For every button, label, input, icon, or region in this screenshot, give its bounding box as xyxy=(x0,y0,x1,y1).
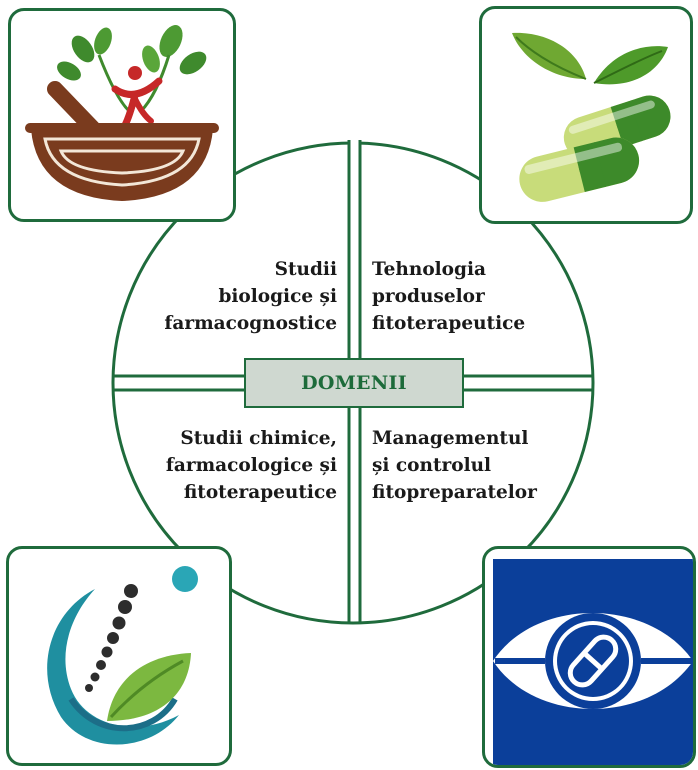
card-top-right xyxy=(479,6,693,224)
quadrant-line: și controlul xyxy=(372,455,492,476)
capsules-leaves-icon xyxy=(512,32,671,202)
quadrant-line: Managementul xyxy=(372,428,529,449)
spine-leaf-icon xyxy=(47,566,198,745)
quadrant-line: Studii xyxy=(274,259,337,280)
card-top-left xyxy=(8,8,236,222)
quadrant-line: fitoterapeutice xyxy=(183,482,337,503)
quadrant-line: farmacognostice xyxy=(164,313,337,334)
quadrant-bottom-left-text: Studii chimice, farmacologice și fitoter… xyxy=(166,425,337,506)
quadrant-top-left-text: Studii biologice și farmacognostice xyxy=(164,256,337,337)
quadrant-line: farmacologice și xyxy=(165,455,337,476)
card-bottom-left xyxy=(6,546,232,766)
center-label: DOMENII xyxy=(301,372,407,394)
quadrant-line: fitopreparatelor xyxy=(372,482,537,503)
eye-capsule-icon xyxy=(493,559,693,765)
quadrant-line: biologice și xyxy=(218,286,337,307)
quadrant-line: fitoterapeutice xyxy=(372,313,526,334)
quadrant-top-right-text: Tehnologia produselor fitoterapeutice xyxy=(372,256,525,337)
card-bottom-right xyxy=(482,546,696,768)
quadrant-line: produselor xyxy=(372,286,485,307)
mortar-herbs-icon xyxy=(25,25,219,201)
quadrant-line: Tehnologia xyxy=(372,259,486,280)
center-label-box: DOMENII xyxy=(244,358,464,408)
quadrant-bottom-right-text: Managementul și controlul fitopreparatel… xyxy=(372,425,537,506)
quadrant-line: Studii chimice, xyxy=(180,428,337,449)
